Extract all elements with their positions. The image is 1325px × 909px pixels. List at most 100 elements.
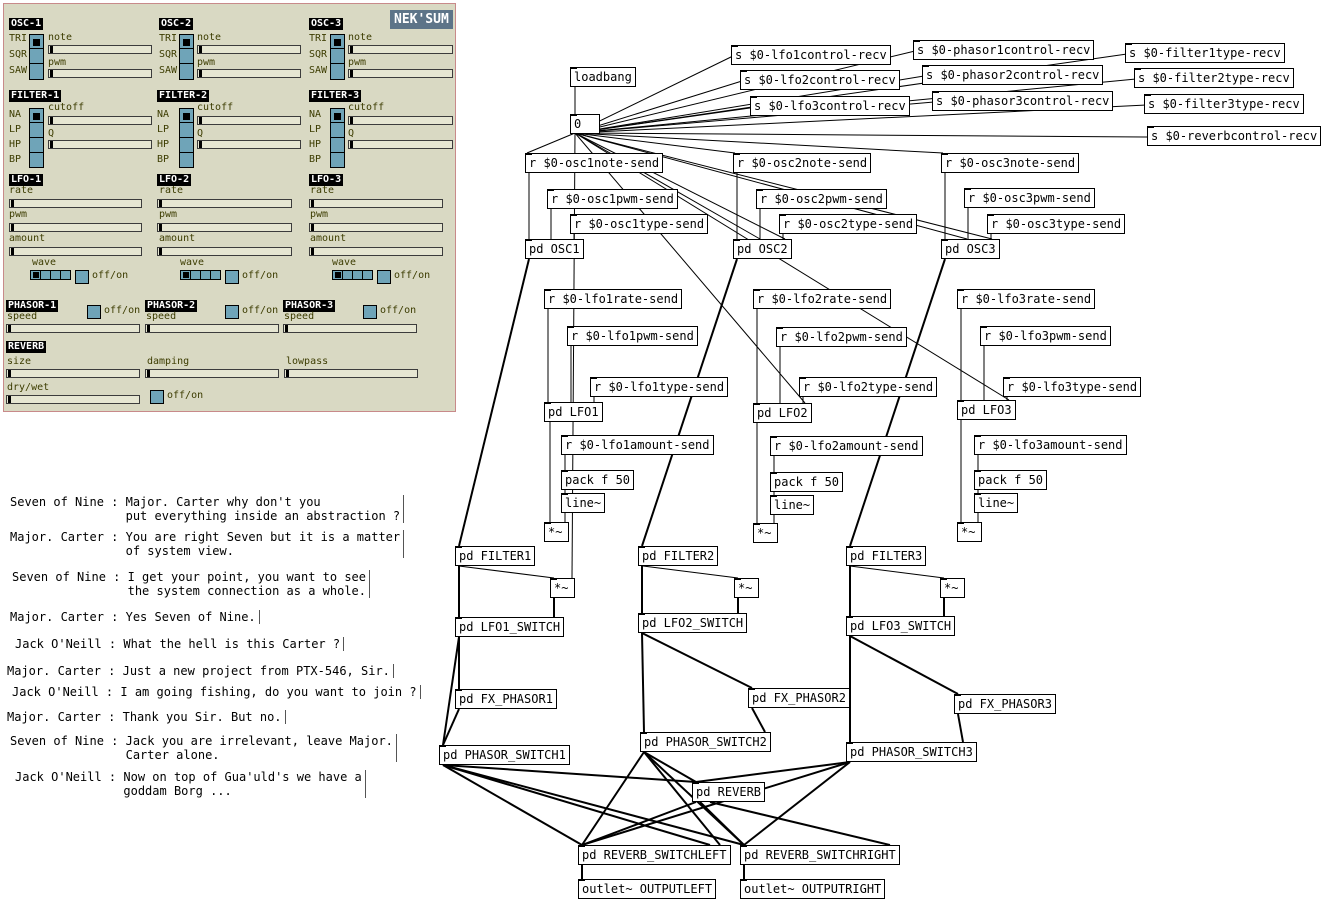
- lfo3-toggle[interactable]: [377, 270, 391, 284]
- filter1-cutoff-slider[interactable]: [48, 116, 152, 125]
- multiply-amount-1[interactable]: *~: [544, 522, 569, 542]
- osc3-pwm-slider[interactable]: [348, 69, 453, 78]
- receive-lfo1rate[interactable]: r $0-lfo1rate-send: [544, 289, 683, 309]
- receive-osc2pwm[interactable]: r $0-osc2pwm-send: [756, 189, 887, 209]
- receive-osc3note[interactable]: r $0-osc3note-send: [941, 153, 1080, 173]
- receive-lfo2rate[interactable]: r $0-lfo2rate-send: [753, 289, 892, 309]
- receive-osc1type[interactable]: r $0-osc1type-send: [570, 214, 709, 234]
- lfo1-amount-slider[interactable]: [9, 247, 142, 256]
- pd-osc1[interactable]: pd OSC1: [525, 239, 584, 259]
- osc3-note-slider[interactable]: [348, 45, 453, 54]
- filter2-type-selector[interactable]: [179, 108, 194, 168]
- line-object-1[interactable]: line~: [561, 493, 606, 513]
- pd-lfo3-switch[interactable]: pd LFO3_SWITCH: [846, 616, 956, 636]
- pd-reverb[interactable]: pd REVERB: [692, 782, 766, 802]
- outlet-output-right[interactable]: outlet~ OUTPUTRIGHT: [740, 879, 886, 899]
- receive-osc2type[interactable]: r $0-osc2type-send: [779, 214, 918, 234]
- receive-lfo3type[interactable]: r $0-lfo3type-send: [1003, 377, 1142, 397]
- lfo1-wave-selector[interactable]: [30, 270, 71, 280]
- receive-lfo1pwm[interactable]: r $0-lfo1pwm-send: [567, 326, 698, 346]
- reverb-damping-slider[interactable]: [145, 369, 279, 378]
- multiply-lfo-1[interactable]: *~: [550, 578, 575, 598]
- send-lfo1control[interactable]: s $0-lfo1control-recv: [731, 45, 891, 65]
- phasor2-speed-slider[interactable]: [145, 324, 279, 333]
- send-phasor1control[interactable]: s $0-phasor1control-recv: [913, 40, 1095, 60]
- osc2-wave-selector[interactable]: [179, 34, 194, 80]
- multiply-lfo-2[interactable]: *~: [734, 578, 759, 598]
- osc1-note-slider[interactable]: [48, 45, 152, 54]
- osc2-pwm-slider[interactable]: [197, 69, 301, 78]
- filter3-q-slider[interactable]: [348, 140, 453, 149]
- send-lfo3control[interactable]: s $0-lfo3control-recv: [750, 96, 910, 116]
- pd-reverb-switch-left[interactable]: pd REVERB_SWITCHLEFT: [578, 845, 731, 865]
- pd-fx-phasor1[interactable]: pd FX_PHASOR1: [455, 689, 557, 709]
- lfo1-toggle[interactable]: [75, 270, 89, 284]
- pack-object-3[interactable]: pack f 50: [974, 470, 1048, 490]
- lfo2-amount-slider[interactable]: [157, 247, 292, 256]
- pd-reverb-switch-right[interactable]: pd REVERB_SWITCHRIGHT: [740, 845, 900, 865]
- line-object-3[interactable]: line~: [974, 493, 1019, 513]
- pd-lfo2-switch[interactable]: pd LFO2_SWITCH: [638, 613, 748, 633]
- phasor2-toggle[interactable]: [225, 305, 239, 319]
- pd-filter2[interactable]: pd FILTER2: [638, 546, 719, 566]
- phasor3-speed-slider[interactable]: [283, 324, 417, 333]
- pd-lfo3[interactable]: pd LFO3: [957, 400, 1016, 420]
- receive-osc3pwm[interactable]: r $0-osc3pwm-send: [964, 188, 1095, 208]
- send-filter1type[interactable]: s $0-filter1type-recv: [1125, 43, 1285, 63]
- send-lfo2control[interactable]: s $0-lfo2control-recv: [740, 70, 900, 90]
- zero-message[interactable]: 0: [570, 114, 600, 134]
- lfo1-pwm-slider[interactable]: [9, 223, 142, 232]
- filter3-cutoff-slider[interactable]: [348, 116, 453, 125]
- multiply-amount-3[interactable]: *~: [957, 522, 982, 542]
- filter3-type-selector[interactable]: [330, 108, 345, 168]
- receive-lfo1type[interactable]: r $0-lfo1type-send: [590, 377, 729, 397]
- receive-lfo1amount[interactable]: r $0-lfo1amount-send: [561, 435, 714, 455]
- osc2-note-slider[interactable]: [197, 45, 301, 54]
- lfo3-rate-slider[interactable]: [309, 199, 443, 208]
- multiply-lfo-3[interactable]: *~: [940, 578, 965, 598]
- pack-object-2[interactable]: pack f 50: [770, 472, 844, 492]
- reverb-drywet-slider[interactable]: [6, 395, 140, 404]
- pd-osc3[interactable]: pd OSC3: [941, 239, 1000, 259]
- phasor1-toggle[interactable]: [87, 305, 101, 319]
- pd-phasor-switch1[interactable]: pd PHASOR_SWITCH1: [439, 745, 570, 765]
- pack-object-1[interactable]: pack f 50: [561, 470, 635, 490]
- send-phasor3control[interactable]: s $0-phasor3control-recv: [932, 91, 1114, 111]
- outlet-output-left[interactable]: outlet~ OUTPUTLEFT: [578, 879, 717, 899]
- lfo1-rate-slider[interactable]: [9, 199, 142, 208]
- lfo2-pwm-slider[interactable]: [157, 223, 292, 232]
- line-object-2[interactable]: line~: [770, 495, 815, 515]
- pd-phasor-switch3[interactable]: pd PHASOR_SWITCH3: [846, 742, 977, 762]
- osc3-wave-selector[interactable]: [330, 34, 345, 80]
- lfo3-wave-selector[interactable]: [332, 270, 373, 280]
- send-phasor2control[interactable]: s $0-phasor2control-recv: [922, 65, 1104, 85]
- osc1-pwm-slider[interactable]: [48, 69, 152, 78]
- send-filter3type[interactable]: s $0-filter3type-recv: [1144, 94, 1304, 114]
- pd-osc2[interactable]: pd OSC2: [733, 239, 792, 259]
- phasor3-toggle[interactable]: [363, 305, 377, 319]
- pd-lfo2[interactable]: pd LFO2: [753, 403, 812, 423]
- pd-lfo1-switch[interactable]: pd LFO1_SWITCH: [455, 617, 565, 637]
- filter2-cutoff-slider[interactable]: [197, 116, 301, 125]
- lfo2-rate-slider[interactable]: [157, 199, 292, 208]
- receive-osc3type[interactable]: r $0-osc3type-send: [987, 214, 1126, 234]
- phasor1-speed-slider[interactable]: [6, 324, 140, 333]
- pd-lfo1[interactable]: pd LFO1: [544, 402, 603, 422]
- receive-osc1note[interactable]: r $0-osc1note-send: [525, 153, 664, 173]
- pd-filter3[interactable]: pd FILTER3: [846, 546, 927, 566]
- reverb-lowpass-slider[interactable]: [284, 369, 418, 378]
- osc1-wave-selector[interactable]: [29, 34, 44, 80]
- receive-lfo2pwm[interactable]: r $0-lfo2pwm-send: [776, 327, 907, 347]
- receive-lfo2type[interactable]: r $0-lfo2type-send: [799, 377, 938, 397]
- receive-lfo3rate[interactable]: r $0-lfo3rate-send: [957, 289, 1096, 309]
- pd-phasor-switch2[interactable]: pd PHASOR_SWITCH2: [640, 732, 771, 752]
- receive-lfo2amount[interactable]: r $0-lfo2amount-send: [770, 436, 923, 456]
- multiply-amount-2[interactable]: *~: [753, 523, 778, 543]
- lfo3-pwm-slider[interactable]: [309, 223, 443, 232]
- lfo2-wave-selector[interactable]: [180, 270, 221, 280]
- reverb-size-slider[interactable]: [6, 369, 140, 378]
- pd-fx-phasor3[interactable]: pd FX_PHASOR3: [954, 694, 1056, 714]
- receive-osc2note[interactable]: r $0-osc2note-send: [733, 153, 872, 173]
- lfo3-amount-slider[interactable]: [309, 247, 443, 256]
- receive-osc1pwm[interactable]: r $0-osc1pwm-send: [547, 189, 678, 209]
